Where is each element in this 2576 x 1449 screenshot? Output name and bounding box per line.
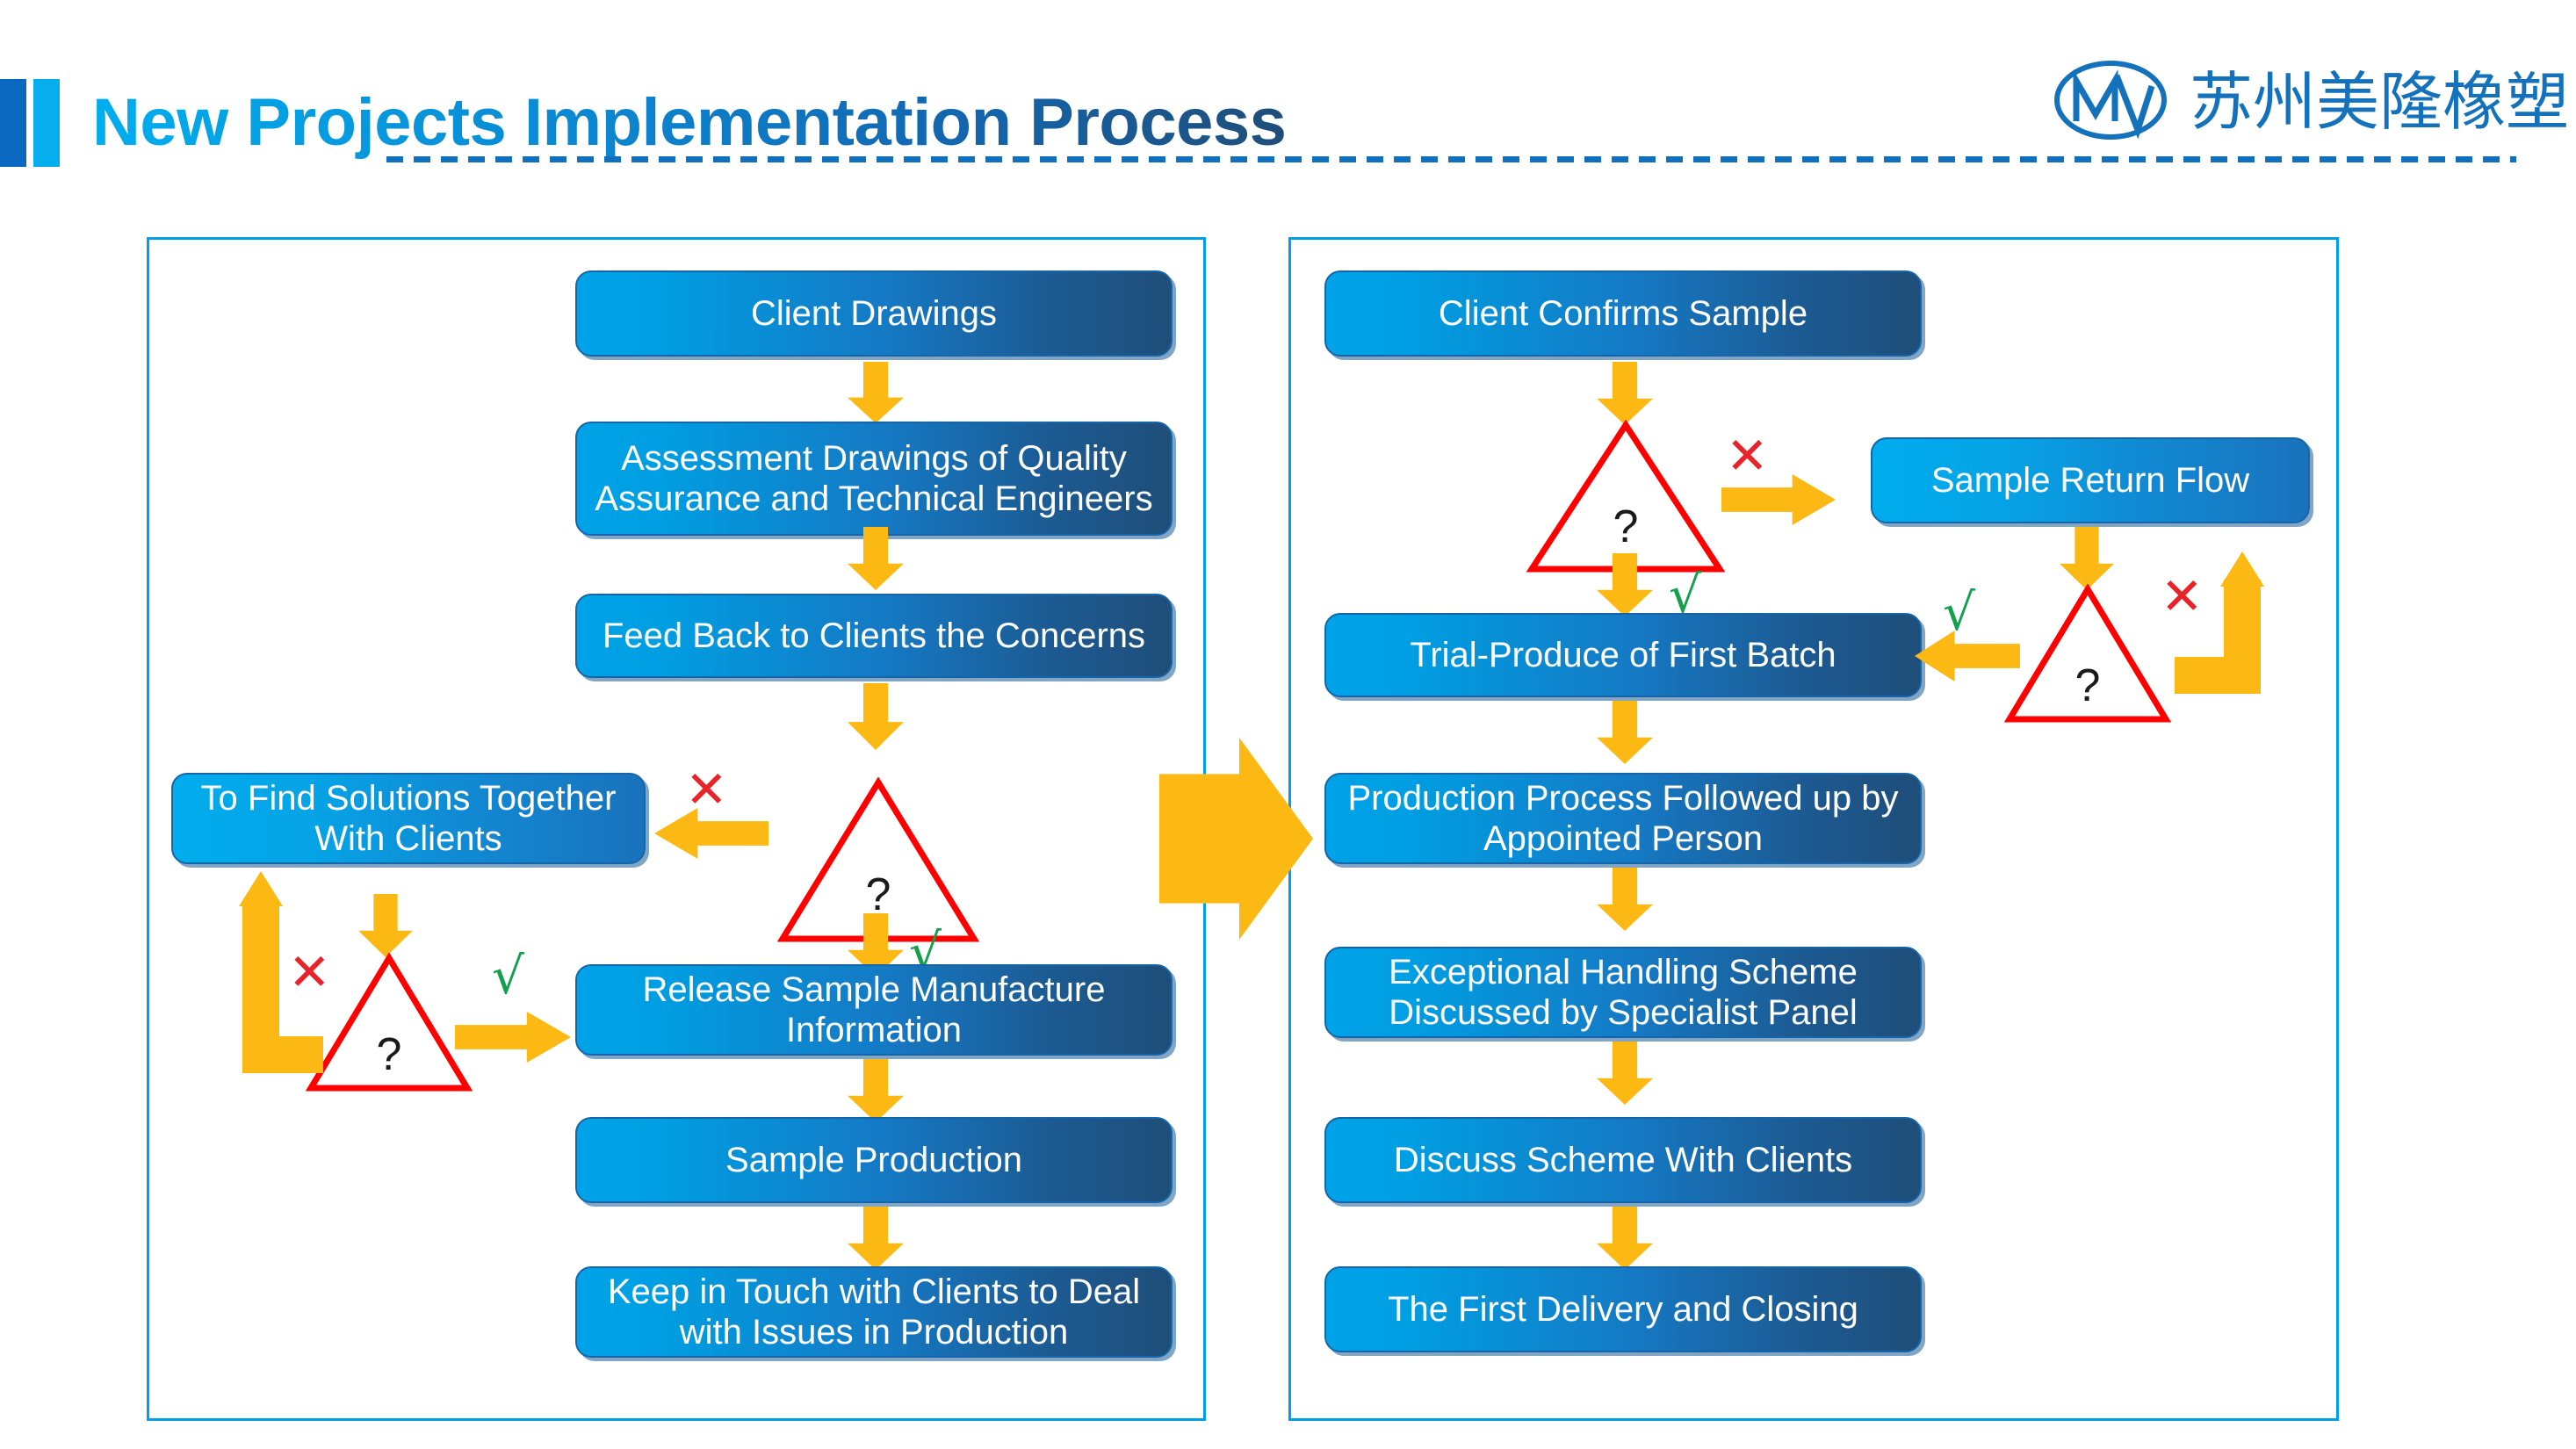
box-sample-return-flow[interactable]: Sample Return Flow: [1871, 437, 2310, 523]
box-first-delivery-closing[interactable]: The First Delivery and Closing: [1324, 1266, 1922, 1352]
title-accent-bar-light: [33, 79, 60, 167]
decision-triangle-top[interactable]: ?: [1526, 420, 1725, 574]
box-release-sample-info[interactable]: Release Sample Manufacture Information: [575, 964, 1173, 1056]
reject-x-mark: ✕: [288, 942, 331, 1002]
accept-check-mark: √: [492, 946, 524, 1006]
elbow-arrow-vertical-segment: [2224, 580, 2261, 694]
box-production-process[interactable]: Production Process Followed up by Appoin…: [1324, 773, 1922, 864]
elbow-arrow-vertical-segment: [242, 901, 279, 1073]
company-logo: 苏州美隆橡塑: [2053, 60, 2569, 156]
box-trial-produce-first-batch[interactable]: Trial-Produce of First Batch: [1324, 613, 1922, 697]
reject-x-mark: ✕: [2161, 566, 2204, 626]
page-title: New Projects Implementation Process: [92, 81, 1287, 165]
box-exceptional-handling[interactable]: Exceptional Handling Scheme Discussed by…: [1324, 947, 1922, 1038]
box-keep-in-touch[interactable]: Keep in Touch with Clients to Deal with …: [575, 1266, 1173, 1358]
decision-question-mark: ?: [1613, 501, 1639, 552]
decision-question-mark: ?: [376, 1029, 402, 1080]
accept-check-mark: √: [1669, 565, 1701, 624]
box-assessment-drawings[interactable]: Assessment Drawings of Quality Assurance…: [575, 422, 1173, 536]
box-discuss-scheme[interactable]: Discuss Scheme With Clients: [1324, 1117, 1922, 1203]
box-find-solutions[interactable]: To Find Solutions Together With Clients: [171, 773, 646, 864]
title-underline-dashed: [386, 156, 2516, 162]
box-client-drawings[interactable]: Client Drawings: [575, 270, 1173, 357]
decision-triangle-bottom[interactable]: ?: [2004, 584, 2171, 724]
triangle-outline-icon: [306, 953, 473, 1092]
box-sample-production[interactable]: Sample Production: [575, 1117, 1173, 1203]
decision-question-mark: ?: [2075, 660, 2101, 711]
box-feedback-concerns[interactable]: Feed Back to Clients the Concerns: [575, 594, 1173, 678]
reject-x-mark: ✕: [685, 760, 728, 819]
company-name-cn: 苏州美隆橡塑: [2190, 65, 2570, 139]
decision-question-mark: ?: [865, 869, 891, 920]
title-accent-bar-dark: [0, 79, 26, 167]
ellipse-mv-logo-icon: [2054, 61, 2167, 140]
decision-triangle-bottom[interactable]: ?: [306, 953, 473, 1093]
triangle-outline-icon: [2004, 584, 2171, 723]
reject-x-mark: ✕: [1726, 426, 1769, 486]
box-client-confirms-sample[interactable]: Client Confirms Sample: [1324, 270, 1922, 357]
accept-check-mark: √: [1943, 582, 1975, 642]
